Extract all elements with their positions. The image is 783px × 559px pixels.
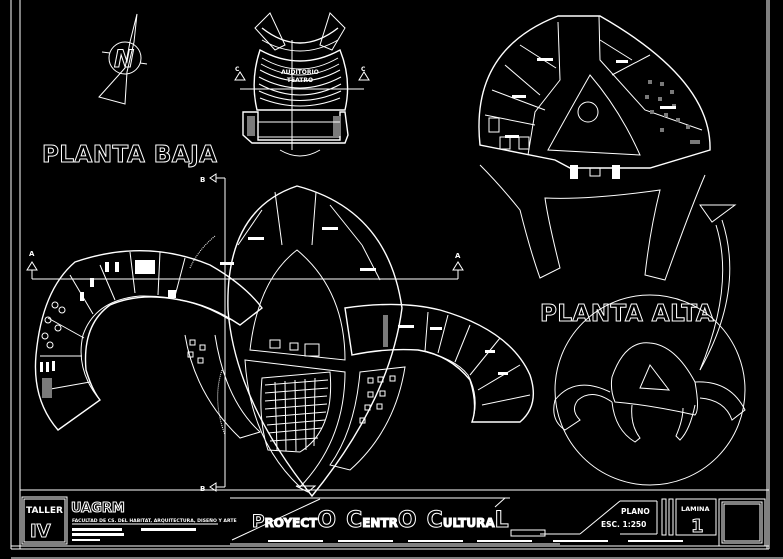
lower-left-furniture bbox=[187, 339, 206, 364]
hall-seating-grid bbox=[264, 377, 329, 452]
title-letter-c: C bbox=[346, 508, 362, 533]
lamina-number: 1 bbox=[691, 516, 704, 537]
planta-baja-plan: A A B B . bbox=[26, 173, 534, 498]
scale-label: ESC. 1:250 bbox=[601, 520, 646, 529]
title-letter-p: P bbox=[252, 512, 264, 532]
planta-alta-lower-plan bbox=[553, 294, 746, 486]
planta-alta-hatch bbox=[645, 80, 700, 144]
sheet-border bbox=[10, 0, 783, 559]
north-letter: N bbox=[114, 45, 134, 73]
taller-label: TALLER bbox=[26, 506, 63, 516]
title-letter-o: O bbox=[317, 508, 336, 533]
north-arrow-icon: N bbox=[98, 13, 148, 105]
section-letter-a-right: A bbox=[455, 252, 461, 260]
section-letter-a-left: A bbox=[29, 250, 35, 258]
section-marker-c-right: C bbox=[358, 66, 370, 81]
title-letter-l: L bbox=[495, 508, 509, 533]
auditorium-plan: AUDITORIO TEATRO bbox=[240, 12, 364, 157]
section-letter-c-left: C bbox=[235, 66, 240, 73]
right-lower-furniture bbox=[359, 375, 396, 424]
section-letter-b-top: B bbox=[200, 176, 205, 184]
planta-alta-title: PLANTA ALTA bbox=[540, 301, 714, 327]
title-letter-o2: O bbox=[398, 508, 417, 533]
taller-number: IV bbox=[30, 521, 51, 542]
institution-name: UAGRM bbox=[71, 501, 125, 516]
title-word-royect: ROYECT bbox=[264, 516, 318, 530]
title-letter-c2: C bbox=[427, 508, 443, 533]
auditorium-label-line1: AUDITORIO bbox=[281, 69, 319, 76]
section-letter-c-right: C bbox=[361, 66, 366, 73]
faculty-line: FACULTAD DE CS. DEL HABITAT, ARQUITECTUR… bbox=[72, 517, 237, 524]
planta-baja-title: PLANTA BAJA bbox=[42, 142, 217, 168]
auditorium-seating bbox=[258, 57, 342, 107]
lamina-label: LAMINA bbox=[681, 505, 710, 513]
section-marker-c-left: C bbox=[234, 66, 246, 81]
plano-label: PLANO bbox=[621, 507, 650, 516]
planta-alta-plan bbox=[478, 15, 737, 371]
left-wing-furniture bbox=[40, 260, 176, 398]
section-letter-b-bottom: B bbox=[200, 485, 205, 493]
title-word-entr: ENTR bbox=[362, 516, 398, 530]
title-word-ultura: ULTURA bbox=[443, 516, 496, 530]
title-block: TALLER IV UAGRM FACULTAD DE CS. DEL HABI… bbox=[21, 496, 766, 547]
auditorium-label-line2: TEATRO bbox=[287, 77, 313, 84]
